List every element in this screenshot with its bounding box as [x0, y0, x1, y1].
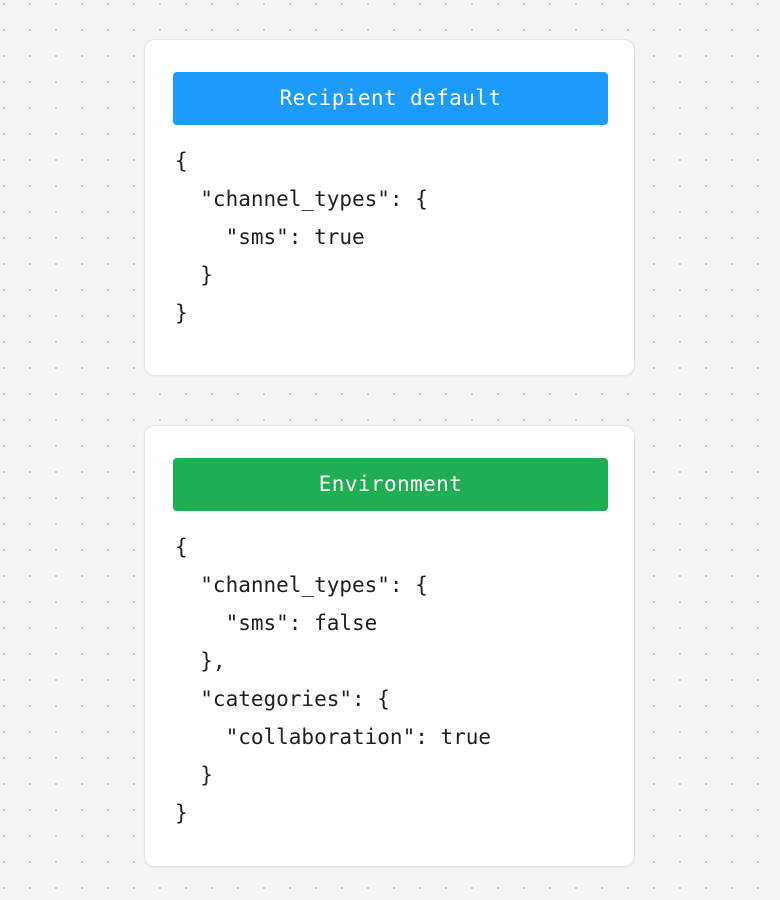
json-line: "channel_types": {	[175, 573, 428, 597]
json-line: "collaboration": true	[175, 725, 492, 749]
json-line: }	[175, 301, 188, 325]
json-line: }	[175, 763, 213, 787]
json-line: }	[175, 263, 213, 287]
card-recipient-default[interactable]: Recipient default { "channel_types": { "…	[144, 39, 635, 376]
code-block-recipient-default: { "channel_types": { "sms": true }}	[175, 142, 620, 332]
json-line: {	[175, 149, 188, 173]
json-line: "categories": {	[175, 687, 390, 711]
json-line: "sms": true	[175, 225, 365, 249]
json-line: "sms": false	[175, 611, 378, 635]
card-title-recipient-default: Recipient default	[279, 86, 502, 110]
card-header-environment: Environment	[173, 458, 608, 511]
card-title-environment: Environment	[318, 472, 463, 496]
json-line: {	[175, 535, 188, 559]
json-line: "channel_types": {	[175, 187, 428, 211]
json-line: }	[175, 801, 188, 825]
json-line: },	[175, 649, 226, 673]
card-header-recipient-default: Recipient default	[173, 72, 608, 125]
code-block-environment: { "channel_types": { "sms": false }, "ca…	[175, 528, 620, 832]
card-environment[interactable]: Environment { "channel_types": { "sms": …	[144, 425, 635, 867]
